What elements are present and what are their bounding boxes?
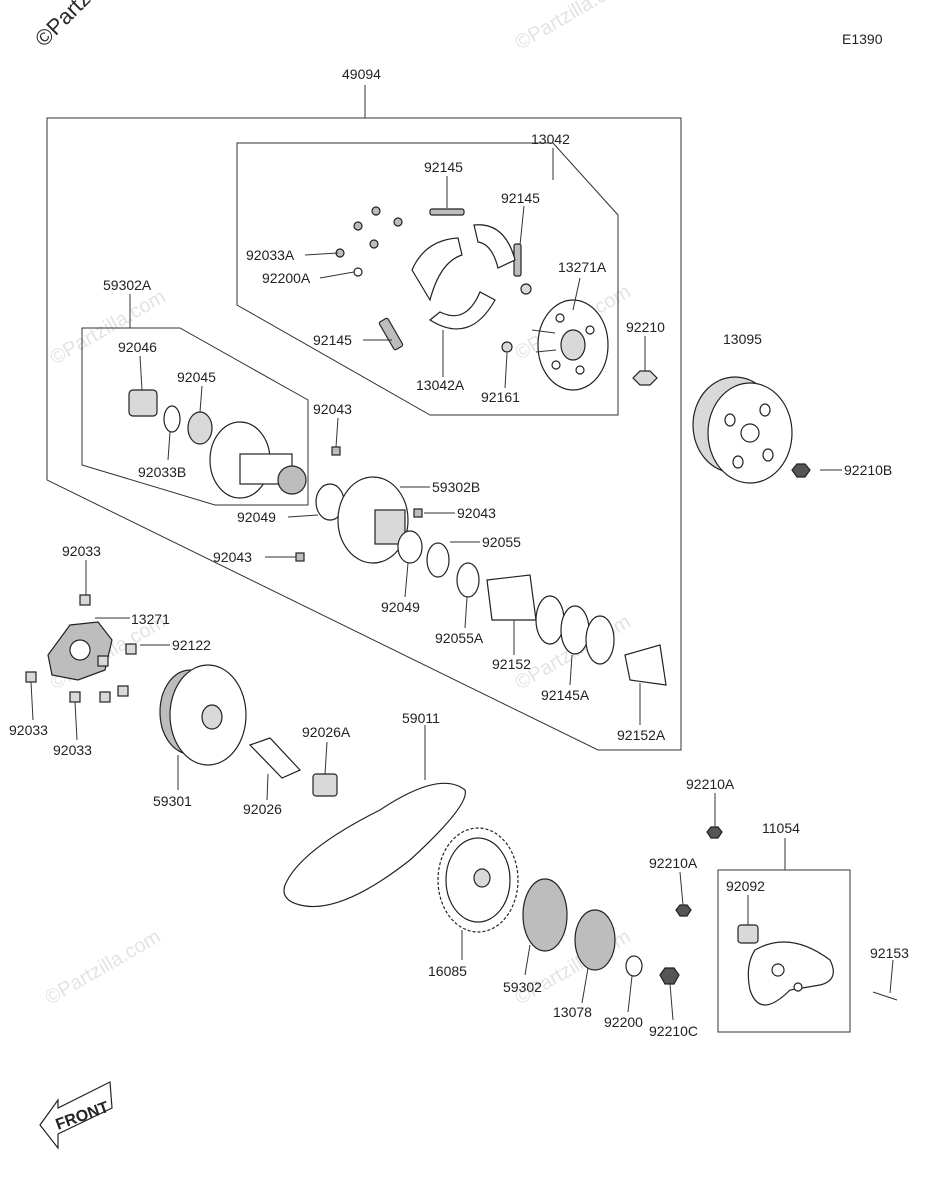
label-92033: 92033 xyxy=(62,543,101,559)
leader-lines xyxy=(30,176,894,1021)
watermark-corner: ©Partzilla.com xyxy=(30,0,148,52)
label-13078: 13078 xyxy=(553,1004,592,1020)
spring-icon xyxy=(378,317,404,351)
label-13271: 13271 xyxy=(131,611,170,627)
belt-59011 xyxy=(283,782,466,908)
label-92210A: 92210A xyxy=(649,855,698,871)
label-92055A: 92055A xyxy=(435,630,484,646)
label-92092: 92092 xyxy=(726,878,765,894)
cam-13078 xyxy=(574,909,616,971)
watermark: ©Partzilla.com xyxy=(47,286,170,370)
nut-92210C xyxy=(659,967,680,985)
label-92033: 92033 xyxy=(9,722,48,738)
label-92145A: 92145A xyxy=(541,687,590,703)
clutch-shoe-icon xyxy=(411,237,463,302)
label-49094: 49094 xyxy=(342,66,381,82)
label-13042A: 13042A xyxy=(416,377,465,393)
label-92161: 92161 xyxy=(481,389,520,405)
sheave-59301 xyxy=(159,664,247,766)
label-92049: 92049 xyxy=(381,599,420,615)
label-92043: 92043 xyxy=(457,505,496,521)
nut-92210B xyxy=(791,463,811,478)
drive-sheave-59302A xyxy=(128,389,307,499)
outline-59302A xyxy=(81,327,309,506)
label-11054: 11054 xyxy=(762,820,800,836)
nut-92210A xyxy=(675,904,692,917)
label-92200A: 92200A xyxy=(262,270,311,286)
label-92046: 92046 xyxy=(118,339,157,355)
label-92033B: 92033B xyxy=(138,464,186,480)
nut-92210A xyxy=(706,826,723,839)
clutch-shoe-icon xyxy=(473,224,516,269)
label-16085: 16085 xyxy=(428,963,467,979)
label-92210B: 92210B xyxy=(844,462,892,478)
label-92210: 92210 xyxy=(626,319,665,335)
label-92210A: 92210A xyxy=(686,776,735,792)
label-92153: 92153 xyxy=(870,945,909,961)
washer-92200 xyxy=(625,955,643,977)
clutch-shoe-assembly xyxy=(335,206,532,353)
label-92145: 92145 xyxy=(313,332,352,348)
outline-49094 xyxy=(46,117,682,751)
label-92043: 92043 xyxy=(213,549,252,565)
collar-92026 xyxy=(248,737,302,779)
collar-92026A xyxy=(312,773,338,797)
nut-92210 xyxy=(632,370,658,386)
label-92145: 92145 xyxy=(424,159,463,175)
label-92122: 92122 xyxy=(172,637,211,653)
label-13042: 13042 xyxy=(531,131,570,147)
label-59301: 59301 xyxy=(153,793,192,809)
spring-icon xyxy=(429,208,465,216)
watermark: ©Partzilla.com xyxy=(512,0,635,54)
label-59011: 59011 xyxy=(402,710,440,726)
label-92033A: 92033A xyxy=(246,247,295,263)
label-13271A: 13271A xyxy=(558,259,607,275)
group-outlines xyxy=(46,85,851,1033)
label-92049: 92049 xyxy=(237,509,276,525)
outline-11054 xyxy=(717,869,851,1033)
front-arrow: FRONT xyxy=(39,1081,113,1150)
label-92055: 92055 xyxy=(482,534,521,550)
label-92045: 92045 xyxy=(177,369,216,385)
clutch-shoe-icon xyxy=(428,291,496,330)
label-92026: 92026 xyxy=(243,801,282,817)
label-92200: 92200 xyxy=(604,1014,643,1030)
drive-face-59302B xyxy=(295,476,667,686)
label-92043: 92043 xyxy=(313,401,352,417)
clutch-plate-13271A xyxy=(531,299,609,391)
bolt-92153 xyxy=(872,991,898,1001)
diagram-code: E1390 xyxy=(842,31,883,47)
label-92152A: 92152A xyxy=(617,727,666,743)
cover-11054 xyxy=(737,924,834,1006)
label-59302A: 59302A xyxy=(103,277,152,293)
gear-16085 xyxy=(437,827,519,933)
watermark: ©Partzilla.com xyxy=(42,926,165,1010)
weight-holder-13271 xyxy=(25,594,137,703)
label-59302: 59302 xyxy=(503,979,542,995)
label-92152: 92152 xyxy=(492,656,531,672)
label-92145: 92145 xyxy=(501,190,540,206)
outline-13042 xyxy=(236,142,619,416)
label-59302B: 59302B xyxy=(432,479,480,495)
fan-59302 xyxy=(522,878,568,952)
pin-92043 xyxy=(331,446,341,456)
label-92026A: 92026A xyxy=(302,724,351,740)
part-labels: 49094 13042 92145 92145 92033A 92200A 13… xyxy=(9,66,909,1039)
bearing-icon xyxy=(128,389,158,417)
label-92210C: 92210C xyxy=(649,1023,698,1039)
label-13095: 13095 xyxy=(723,331,762,347)
label-92033: 92033 xyxy=(53,742,92,758)
clutch-drum-13095 xyxy=(692,376,793,484)
